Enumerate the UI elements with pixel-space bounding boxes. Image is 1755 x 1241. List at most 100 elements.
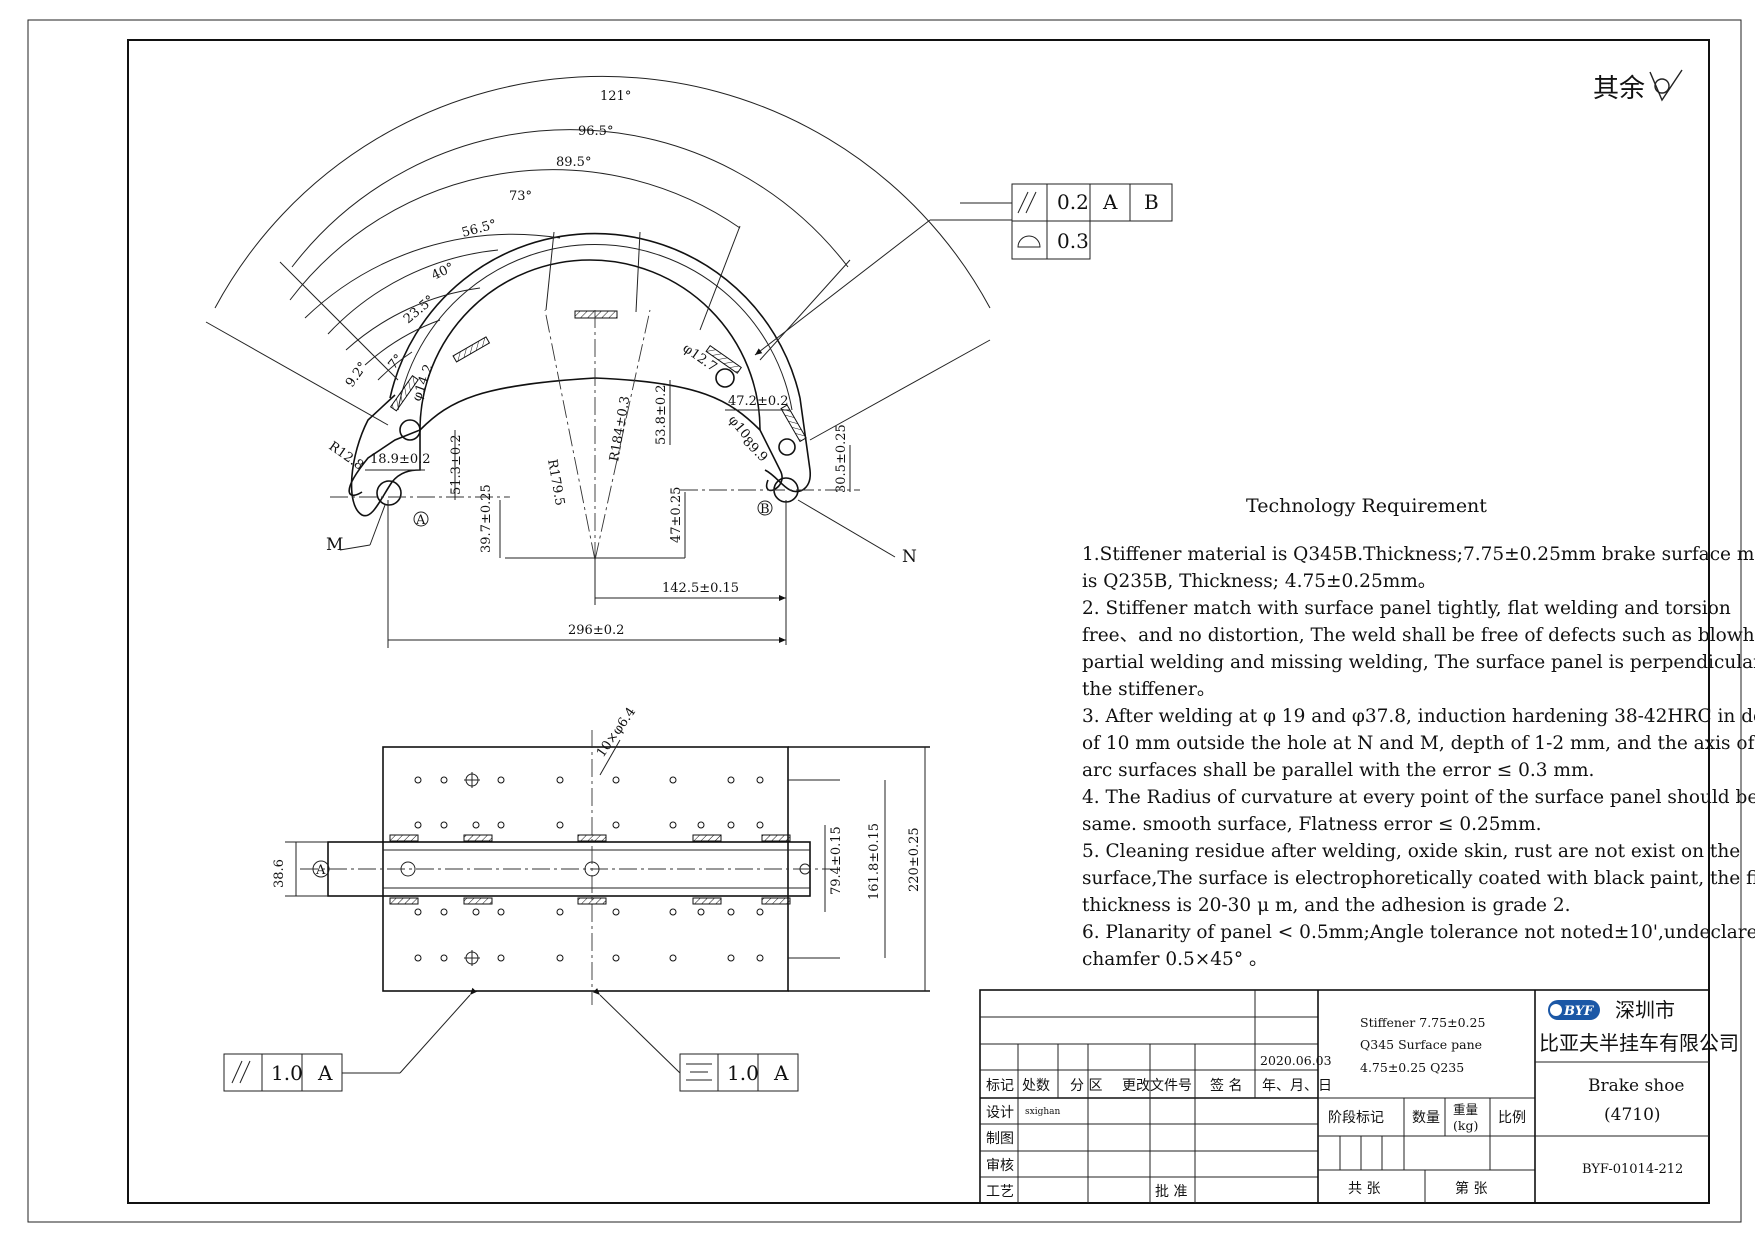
svg-text:2. Stiffener match with surfac: 2. Stiffener match with surface panel ti… — [1082, 598, 1731, 619]
svg-text:数量: 数量 — [1412, 1110, 1440, 1126]
label-n: N — [902, 547, 917, 567]
angle-40: 40° — [429, 260, 456, 283]
symmetry-icon — [686, 1063, 712, 1081]
dim-386: 38.6 — [272, 859, 287, 888]
hole-phi12 — [715, 368, 735, 388]
svg-text:partial welding and missing we: partial welding and missing welding, The… — [1082, 652, 1755, 673]
cross-hole-icon — [464, 772, 480, 966]
svg-text:1.Stiffener material is Q345B.: 1.Stiffener material is Q345B.Thickness;… — [1082, 544, 1755, 565]
svg-text:制图: 制图 — [986, 1131, 1014, 1147]
bottom-view: 10×φ6.4 79.4±0.15 161.8±0.15 220±0.25 38… — [272, 705, 930, 1074]
svg-text:surface,The surface is electro: surface,The surface is electrophoretical… — [1082, 868, 1755, 889]
dim-538: 53.8±0.2 — [654, 384, 669, 445]
svg-text:sxighan: sxighan — [1025, 1107, 1060, 1117]
dim-472: 47.2±0.2 — [728, 394, 789, 409]
pad — [389, 375, 419, 412]
pad — [574, 310, 618, 319]
outer-border — [27, 19, 1742, 1223]
fcf-bottom-left: 1.0 A — [223, 1053, 343, 1092]
svg-text:Stiffener 7.75±0.25: Stiffener 7.75±0.25 — [1360, 1015, 1485, 1030]
svg-text:4. The Radius of curvature at: 4. The Radius of curvature at every poin… — [1082, 787, 1755, 808]
svg-text:of 10 mm outside the hole at N: of 10 mm outside the hole at N and M, de… — [1082, 733, 1755, 754]
angle-96: 96.5° — [578, 124, 613, 139]
dim-296: 296±0.2 — [568, 623, 624, 638]
title-block: 2020.06.03 标记 处数 分 区 更改文件号 签 名 年、月、日 设计 … — [979, 989, 1739, 1204]
svg-text:the stiffener。: the stiffener。 — [1082, 679, 1215, 700]
svg-text:3. After welding at φ 19 and φ: 3. After welding at φ 19 and φ37.8, indu… — [1082, 706, 1755, 727]
datum-b-marker: B — [757, 500, 773, 517]
svg-text:标记: 标记 — [986, 1078, 1014, 1094]
dim-397: 39.7±0.25 — [479, 484, 494, 553]
svg-text:A: A — [317, 1061, 333, 1085]
svg-text:BYF: BYF — [1563, 1004, 1594, 1019]
dim-1618: 161.8±0.15 — [867, 823, 882, 900]
part-model: (4710) — [1604, 1105, 1661, 1125]
technology-requirement: Technology Requirement 1.Stiffener mater… — [1082, 495, 1755, 970]
parallelism-icon — [1017, 191, 1037, 214]
dim-hole-count: 10×φ6.4 — [594, 705, 639, 760]
lining-inner-arc — [397, 244, 793, 411]
svg-text:处数: 处数 — [1022, 1078, 1050, 1094]
svg-text:0.2: 0.2 — [1057, 190, 1089, 214]
svg-text:thickness is 20-30 μ m, and th: thickness is 20-30 μ m, and the adhesion… — [1082, 895, 1571, 916]
anchor-hole-m — [376, 480, 402, 506]
roughness-symbol-icon — [1649, 69, 1683, 102]
svg-text:6. Planarity of panel < 0.5mm;: 6. Planarity of panel < 0.5mm;Angle tole… — [1082, 922, 1755, 943]
svg-text:1.0: 1.0 — [727, 1061, 759, 1085]
svg-text:第 张: 第 张 — [1455, 1180, 1487, 1197]
drawing-frame — [127, 39, 1710, 1204]
company-name: 比亚夫半挂车有限公司 — [1539, 1031, 1739, 1055]
svg-text:重量: 重量 — [1453, 1102, 1478, 1117]
angle-121: 121° — [600, 89, 631, 104]
svg-text:A: A — [315, 863, 326, 878]
dim-220: 220±0.25 — [907, 827, 922, 892]
dim-r128: R12.8 — [326, 439, 366, 474]
lining-outer-arc — [389, 232, 801, 399]
svg-text:5. Cleaning residue after weld: 5. Cleaning residue after welding, oxide… — [1082, 841, 1740, 862]
parallelism-icon — [231, 1060, 251, 1084]
left-end — [350, 394, 421, 517]
dim-phi127: φ12.7 — [680, 341, 720, 375]
dim-189: 18.9±0.2 — [370, 452, 431, 467]
svg-text:A: A — [1102, 190, 1118, 214]
svg-text:(kg): (kg) — [1453, 1118, 1478, 1133]
svg-text:工艺: 工艺 — [986, 1184, 1014, 1200]
stiffener-inner-arc — [419, 259, 761, 431]
pad — [452, 336, 491, 363]
hole-phi14 — [399, 419, 421, 441]
svg-text:阶段标记: 阶段标记 — [1328, 1110, 1384, 1126]
svg-text:arc surfaces shall be parallel: arc surfaces shall be parallel with the … — [1082, 760, 1594, 781]
fcf-bottom-right: 1.0 A — [679, 1053, 799, 1092]
pad — [705, 344, 742, 374]
svg-text:签 名: 签 名 — [1210, 1077, 1242, 1094]
angle-73: 73° — [509, 189, 532, 204]
company-city: 深圳市 — [1615, 998, 1675, 1022]
angle-56: 56.5° — [460, 217, 498, 241]
svg-text:0.3: 0.3 — [1057, 229, 1089, 253]
drawing-number: BYF-01014-212 — [1582, 1162, 1683, 1177]
svg-text:批 准: 批 准 — [1155, 1184, 1187, 1200]
svg-text:分 区: 分 区 — [1070, 1078, 1102, 1094]
front-view: 121° 96.5° 89.5° 73° 56.5° 40° 23.5° 7° … — [205, 76, 991, 648]
angle-7: 7° — [386, 352, 407, 373]
dim-r184: R184±0.3 — [607, 395, 633, 463]
dim-1425: 142.5±0.15 — [662, 581, 739, 596]
svg-text:B: B — [1144, 190, 1159, 214]
pad — [780, 404, 807, 443]
svg-text:审核: 审核 — [986, 1158, 1014, 1174]
label-m: M — [326, 535, 343, 555]
svg-text:chamfer 0.5×45° 。: chamfer 0.5×45° 。 — [1082, 949, 1267, 970]
svg-text:Q345 Surface pane: Q345 Surface pane — [1360, 1037, 1482, 1052]
hole-phi10 — [778, 438, 796, 456]
part-name: Brake shoe — [1588, 1076, 1685, 1096]
svg-text:年、月、日: 年、月、日 — [1262, 1078, 1332, 1094]
dim-513: 51.3±0.2 — [449, 434, 464, 495]
dim-794: 79.4±0.15 — [829, 826, 844, 895]
svg-text:比例: 比例 — [1498, 1110, 1526, 1126]
svg-text:A: A — [773, 1061, 789, 1085]
svg-text:free、and no distortion, The we: free、and no distortion, The weld shall b… — [1082, 625, 1755, 646]
roughness-note: 其余 — [1593, 74, 1645, 104]
datum-a-marker: A — [413, 511, 429, 528]
svg-text:is Q235B, Thickness; 4.75±0.25: is Q235B, Thickness; 4.75±0.25mm。 — [1082, 571, 1436, 592]
